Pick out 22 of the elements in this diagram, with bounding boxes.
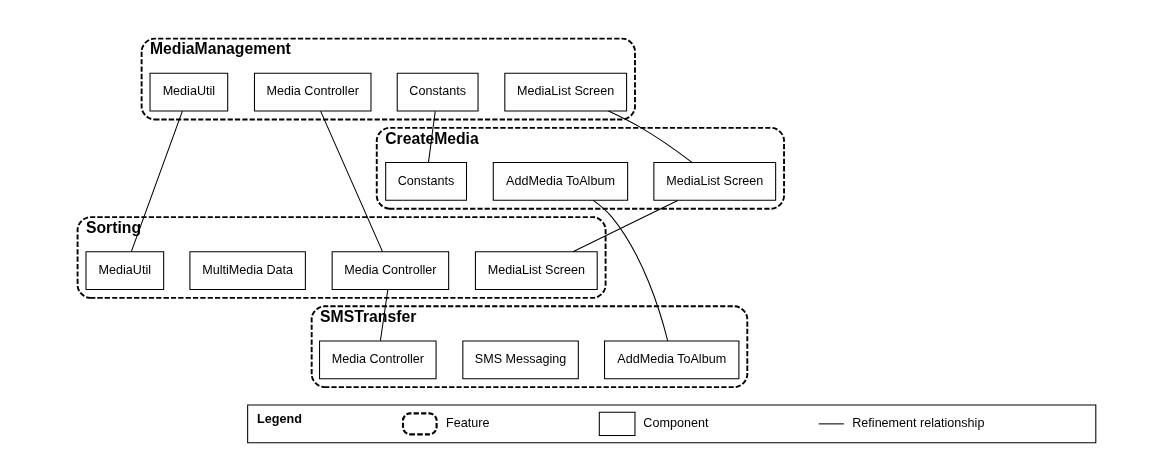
node-box: Media Controller bbox=[319, 340, 437, 380]
connector bbox=[427, 110, 436, 163]
legend-label: Feature bbox=[446, 416, 490, 431]
node-box: SMS Messaging bbox=[462, 340, 579, 380]
legend-label: Component bbox=[643, 416, 709, 431]
connector bbox=[572, 199, 679, 253]
node-box: Media Controller bbox=[331, 251, 450, 291]
node-box: AddMedia ToAlbum bbox=[604, 340, 740, 380]
label: Legend bbox=[257, 412, 302, 427]
node-box: Constants bbox=[385, 161, 468, 201]
legend-label: Refinement relationship bbox=[852, 416, 985, 431]
node-box: MediaList Screen bbox=[653, 161, 777, 201]
node-box: MultiMedia Data bbox=[189, 251, 306, 291]
node-box: Constants bbox=[396, 72, 479, 112]
node-box: MediaList Screen bbox=[474, 251, 598, 291]
node-box: Media Controller bbox=[253, 72, 372, 112]
node-box: MediaUtil bbox=[85, 251, 165, 291]
connector bbox=[130, 110, 183, 253]
node-box: MediaUtil bbox=[149, 72, 229, 112]
connector bbox=[320, 110, 384, 253]
node-box: MediaList Screen bbox=[504, 72, 628, 112]
node-box: AddMedia ToAlbum bbox=[492, 161, 629, 201]
